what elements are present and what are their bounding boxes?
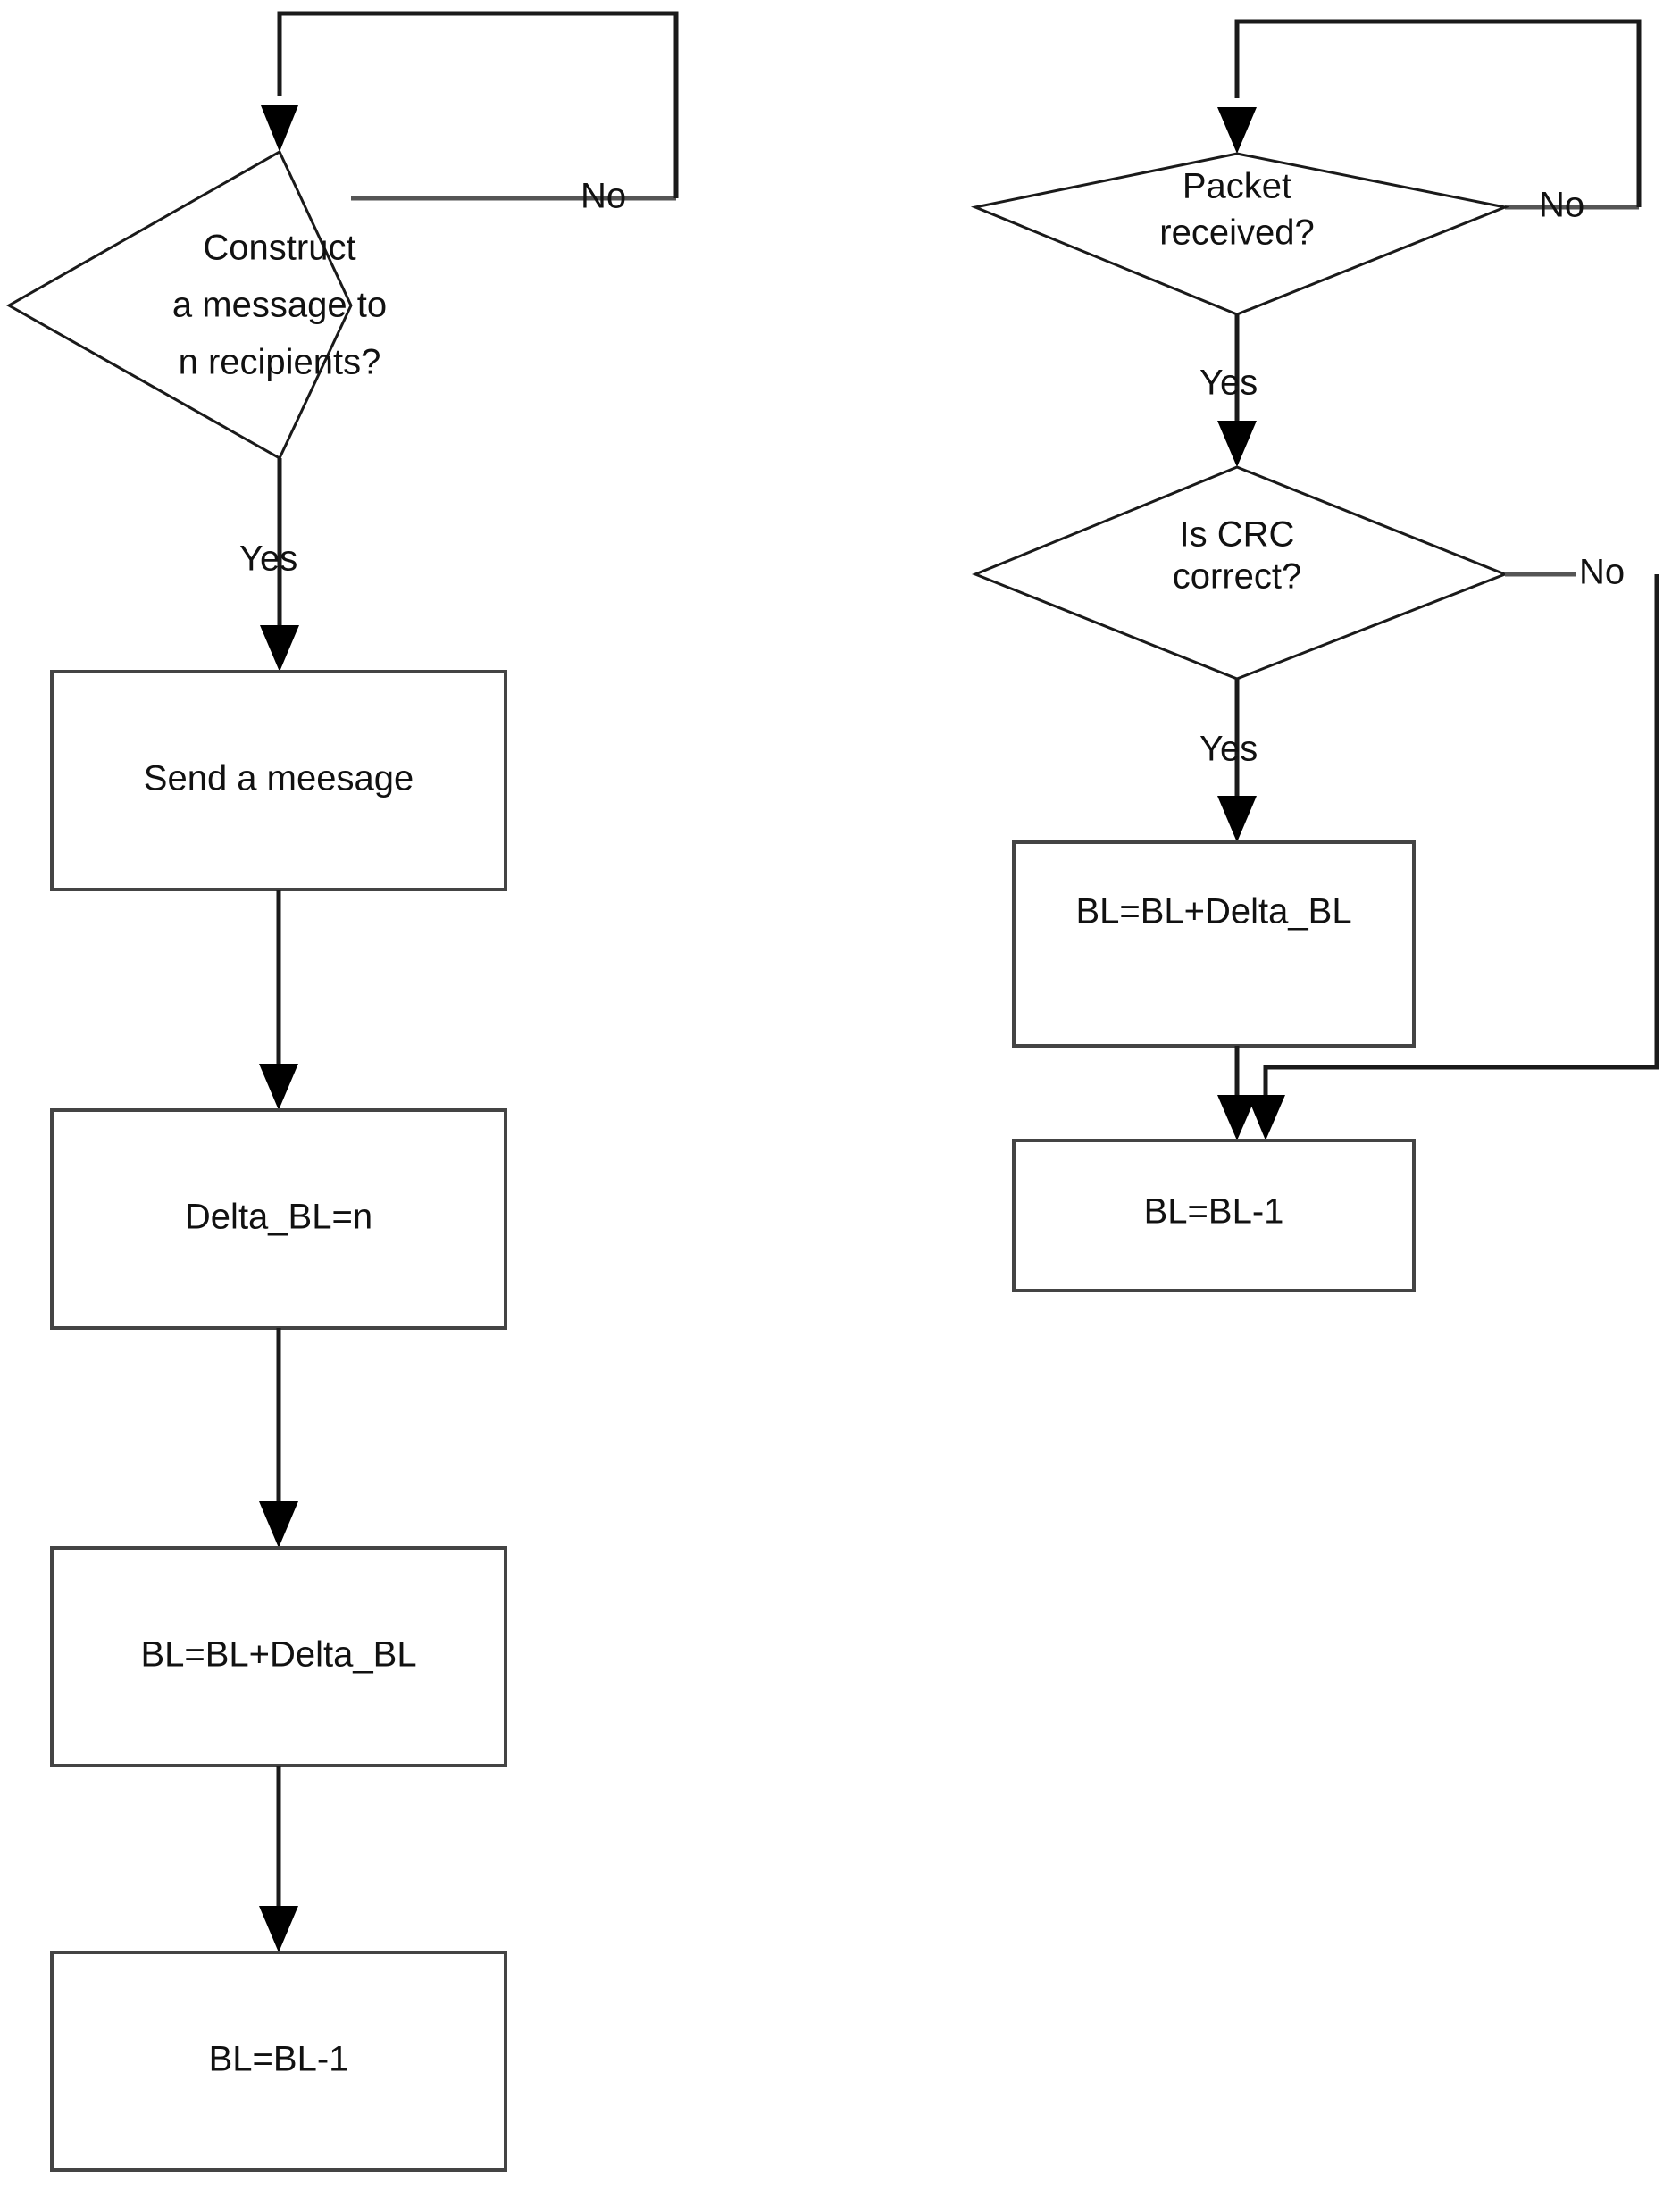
decision-construct-message-line-2: a message to	[172, 286, 387, 325]
edge-label-no: No	[581, 177, 626, 216]
edge-label-yes-packet: Yes	[1199, 363, 1258, 403]
edge-label-yes: Yes	[239, 539, 297, 579]
arrowhead-into-send-message	[260, 625, 299, 672]
edge-no-loopback-path	[277, 11, 679, 198]
receiver-flowchart: Packet received? No Yes Is CRC correct? …	[970, 19, 1659, 1292]
arrowhead-into-delta-bl	[259, 1064, 298, 1110]
arrowhead-into-construct-decision	[261, 105, 298, 152]
arrowhead-into-bl-add	[259, 1501, 298, 1548]
process-bl-add-delta	[1012, 840, 1416, 1048]
arrowhead-into-bl-decrement	[1217, 1095, 1257, 1141]
process-bl-decrement-label: BL=BL-1	[209, 2040, 349, 2079]
arrowhead-into-bl-add	[1217, 796, 1257, 842]
process-bl-decrement	[1012, 1139, 1416, 1292]
edge-label-no-packet: No	[1539, 186, 1584, 225]
decision-crc-correct-line-1: Is CRC	[1180, 515, 1295, 555]
edge-label-no-crc: No	[1579, 553, 1625, 592]
decision-packet-received-line-1: Packet	[1183, 167, 1291, 206]
process-bl-add-delta-label: BL=BL+Delta_BL	[1075, 892, 1351, 932]
process-bl-decrement	[50, 1951, 507, 2172]
decision-crc-correct-line-2: correct?	[1173, 557, 1302, 597]
arrowhead-into-crc-decision	[1217, 421, 1257, 467]
process-delta-bl-label: Delta_BL=n	[185, 1198, 372, 1237]
arrowhead-into-packet-decision	[1217, 107, 1257, 154]
process-send-message	[50, 670, 507, 891]
edge-no-packet-loopback-path	[1234, 19, 1642, 207]
process-bl-decrement-label: BL=BL-1	[1144, 1192, 1284, 1232]
arrowhead-bypass-into-bl-decrement	[1247, 1095, 1285, 1141]
process-bl-add-delta-label: BL=BL+Delta_BL	[140, 1635, 416, 1675]
decision-construct-message-line-1: Construct	[203, 229, 355, 268]
edge-label-yes-crc: Yes	[1199, 730, 1258, 769]
process-send-message-label: Send a meesage	[144, 759, 414, 798]
decision-packet-received-line-2: received?	[1159, 213, 1314, 253]
process-bl-add-delta	[50, 1546, 507, 1767]
arrowhead-into-bl-decrement	[259, 1906, 298, 1952]
decision-construct-message-line-3: n recipients?	[179, 343, 381, 382]
sender-flowchart: Construct a message to n recipients? No …	[5, 11, 679, 2172]
edge-no-crc-bypass-path	[1263, 574, 1659, 1101]
